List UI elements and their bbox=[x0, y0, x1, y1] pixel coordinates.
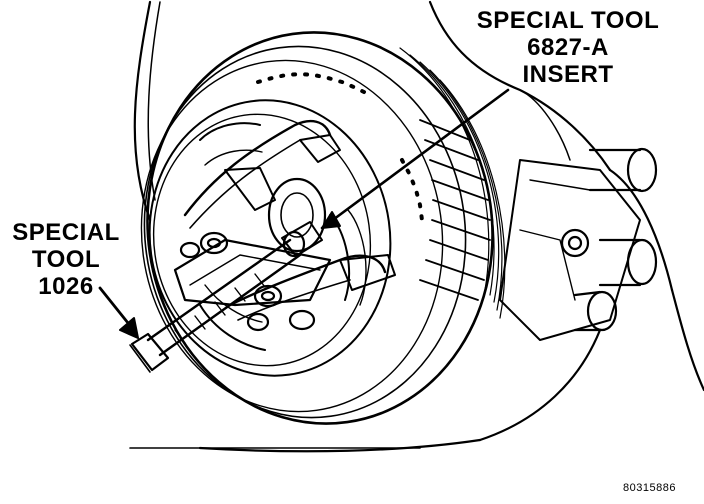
callout-puller-line3: 1026 bbox=[38, 272, 94, 300]
callout-insert-line1: SPECIAL TOOL bbox=[476, 7, 660, 34]
accessory-bosses bbox=[573, 147, 658, 332]
callout-insert-tool: SPECIAL TOOL 6827-A INSERT bbox=[458, 7, 678, 89]
engine-block bbox=[129, 0, 704, 453]
figure-id: 80315886 bbox=[623, 482, 676, 494]
callout-puller-line2: TOOL bbox=[31, 245, 101, 273]
leader-arrows bbox=[98, 88, 510, 339]
puller-tool-1026 bbox=[129, 119, 396, 373]
callout-insert-line2: 6827-A bbox=[527, 33, 609, 61]
crankshaft-pulley bbox=[140, 31, 506, 425]
callout-puller-line1: SPECIAL bbox=[12, 219, 120, 246]
callout-insert-line3: INSERT bbox=[522, 60, 614, 88]
callout-puller-tool: SPECIAL TOOL 1026 bbox=[2, 219, 130, 301]
